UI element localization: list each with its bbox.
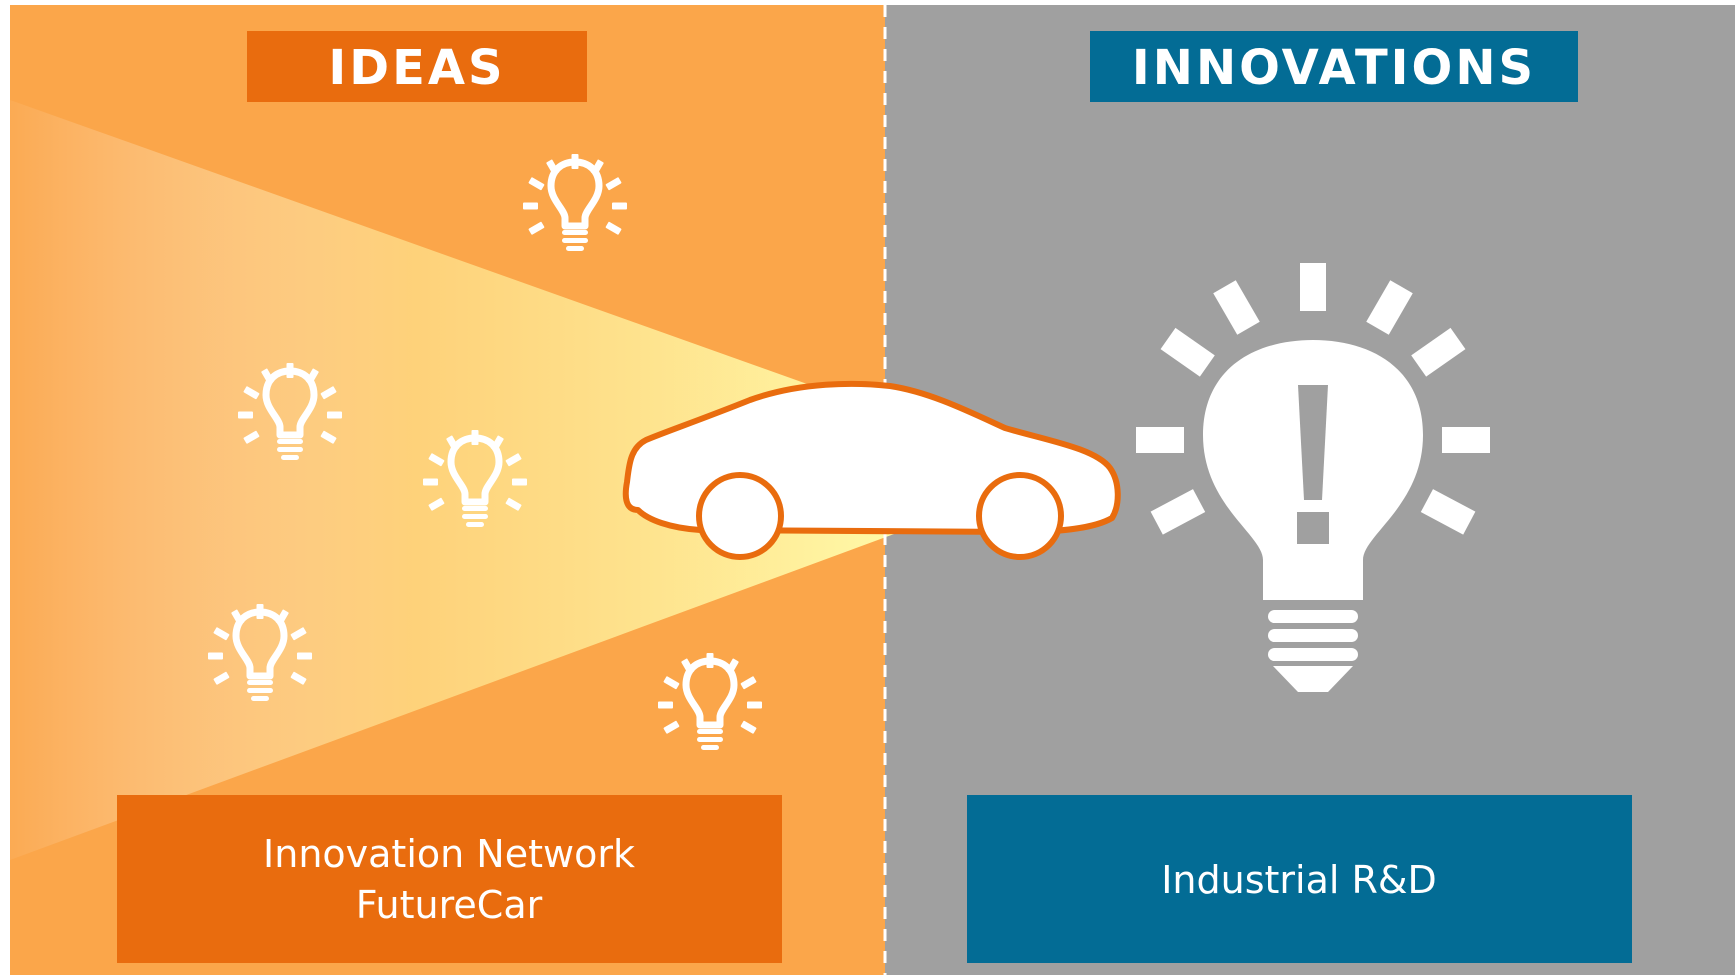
ideas-heading-label: IDEAS (328, 40, 505, 96)
innovations-heading-label: INNOVATIONS (1132, 40, 1536, 96)
industrial-rd-label: Industrial R&D (1161, 858, 1437, 902)
car-icon (622, 380, 1121, 560)
innovation-network-label: Innovation Network (263, 832, 635, 876)
innovation-network-box: Innovation Network FutureCar (117, 795, 782, 963)
ideas-heading: IDEAS (247, 31, 587, 102)
industrial-rd-box: Industrial R&D (967, 795, 1632, 963)
futurecar-label: FutureCar (356, 883, 543, 927)
lightbulb-exclamation-icon (1136, 263, 1490, 692)
innovations-heading: INNOVATIONS (1090, 31, 1578, 102)
car-wheel (696, 472, 784, 560)
car-wheel (976, 472, 1064, 560)
